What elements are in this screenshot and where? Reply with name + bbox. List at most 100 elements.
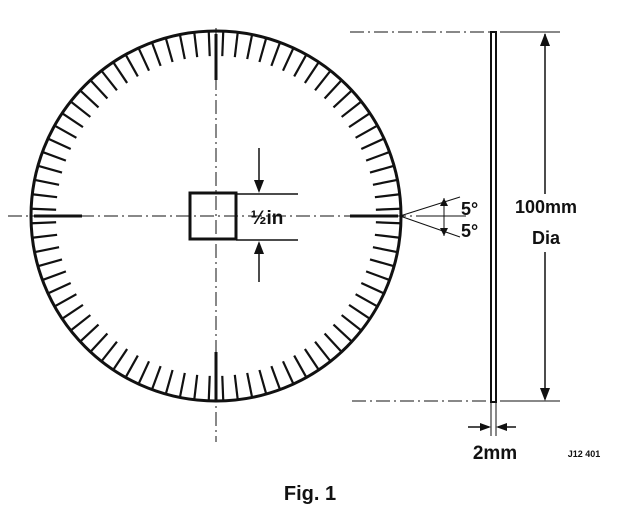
- disc-tooth: [137, 48, 151, 72]
- diameter-arrowhead-bottom: [540, 388, 550, 401]
- disc-tooth: [179, 372, 186, 397]
- disc-tooth: [293, 355, 307, 378]
- disc-front-view: [8, 28, 452, 442]
- disc-tooth: [281, 48, 295, 72]
- disc-tooth: [32, 207, 57, 211]
- disc-tooth: [38, 258, 63, 268]
- disc-tooth: [374, 193, 399, 199]
- figure-caption: Fig. 1: [284, 483, 336, 505]
- disc-edge-profile: [490, 31, 497, 403]
- diameter-arrowhead-top: [540, 33, 550, 46]
- disc-tooth: [42, 270, 67, 281]
- disc-tooth: [151, 365, 162, 390]
- disc-tooth: [369, 164, 394, 174]
- disc-tooth: [372, 246, 397, 253]
- disc-tooth: [332, 323, 352, 342]
- disc-tooth: [233, 33, 239, 58]
- disc-tooth: [207, 375, 211, 400]
- disc-tooth: [314, 340, 331, 362]
- disc-tooth: [360, 281, 384, 295]
- disc-tooth: [332, 90, 352, 109]
- diameter-dimension: 100mm Dia: [515, 33, 577, 401]
- hole-size-label: ½in: [251, 208, 284, 229]
- diameter-value-label: 100mm: [515, 197, 577, 217]
- disc-tooth: [101, 340, 118, 362]
- angle-arrowhead-lower: [440, 228, 448, 236]
- angle-upper-label: 5°: [461, 199, 478, 219]
- disc-tooth: [375, 207, 400, 211]
- disc-tooth: [369, 258, 394, 268]
- disc-tooth: [258, 369, 268, 394]
- disc-tooth: [62, 303, 84, 320]
- disc-tooth: [62, 112, 84, 129]
- disc-tooth: [80, 323, 100, 342]
- disc-tooth: [35, 246, 60, 253]
- hole-arrowhead-top: [254, 180, 264, 193]
- disc-tooth: [314, 70, 331, 92]
- disc-tooth: [112, 348, 129, 370]
- disc-tooth: [303, 62, 320, 84]
- disc-tooth: [355, 125, 378, 139]
- thickness-arrowhead-left: [480, 423, 491, 431]
- disc-tooth: [33, 233, 58, 239]
- disc-tooth: [323, 332, 342, 352]
- disc-tooth: [80, 90, 100, 109]
- disc-tooth: [54, 125, 77, 139]
- disc-tooth: [137, 360, 151, 384]
- drawing-reference: J12 401: [568, 449, 601, 459]
- disc-tooth: [233, 374, 239, 399]
- disc-tooth: [38, 164, 63, 174]
- disc-tooth: [355, 293, 378, 307]
- disc-tooth: [179, 35, 186, 60]
- disc-side-view: [350, 31, 560, 403]
- disc-tooth: [221, 32, 225, 57]
- disc-tooth: [348, 112, 370, 129]
- disc-tooth: [323, 80, 342, 100]
- disc-tooth: [32, 221, 57, 225]
- disc-tooth: [193, 33, 199, 58]
- disc-tooth: [365, 270, 390, 281]
- disc-tooth: [90, 80, 109, 100]
- disc-tooth: [42, 151, 67, 162]
- hole-dimension: ½in: [236, 148, 298, 282]
- disc-tooth: [293, 54, 307, 77]
- disc-tooth: [365, 151, 390, 162]
- disc-tooth: [90, 332, 109, 352]
- disc-tooth: [207, 32, 211, 57]
- disc-tooth: [374, 233, 399, 239]
- disc-tooth: [281, 360, 295, 384]
- diameter-unit-label: Dia: [532, 228, 561, 248]
- disc-tooth: [246, 35, 253, 60]
- disc-tooth: [360, 137, 384, 151]
- disc-tooth: [33, 193, 58, 199]
- disc-tooth: [303, 348, 320, 370]
- disc-tooth: [348, 303, 370, 320]
- thickness-arrowhead-right: [496, 423, 507, 431]
- disc-tooth: [101, 70, 118, 92]
- disc-tooth: [193, 374, 199, 399]
- disc-tooth: [258, 38, 268, 63]
- angle-arrowhead-upper: [440, 198, 448, 206]
- disc-tooth: [112, 62, 129, 84]
- tooth-angle-callout: 5° 5°: [399, 196, 478, 241]
- disc-tooth: [48, 281, 72, 295]
- disc-tooth: [375, 221, 400, 225]
- disc-tooth: [54, 293, 77, 307]
- disc-tooth: [125, 54, 139, 77]
- disc-tooth: [221, 375, 225, 400]
- angle-ray-lower: [399, 215, 461, 238]
- disc-tooth: [270, 42, 281, 67]
- disc-tooth: [70, 101, 92, 118]
- disc-tooth: [35, 179, 60, 186]
- disc-teeth: [32, 32, 400, 400]
- disc-tooth: [125, 355, 139, 378]
- disc-tooth: [340, 314, 362, 331]
- disc-tooth: [340, 101, 362, 118]
- disc-tooth: [164, 369, 174, 394]
- disc-tooth: [270, 365, 281, 390]
- disc-tooth: [70, 314, 92, 331]
- disc-tooth: [246, 372, 253, 397]
- disc-tooth: [164, 38, 174, 63]
- hole-arrowhead-bottom: [254, 241, 264, 254]
